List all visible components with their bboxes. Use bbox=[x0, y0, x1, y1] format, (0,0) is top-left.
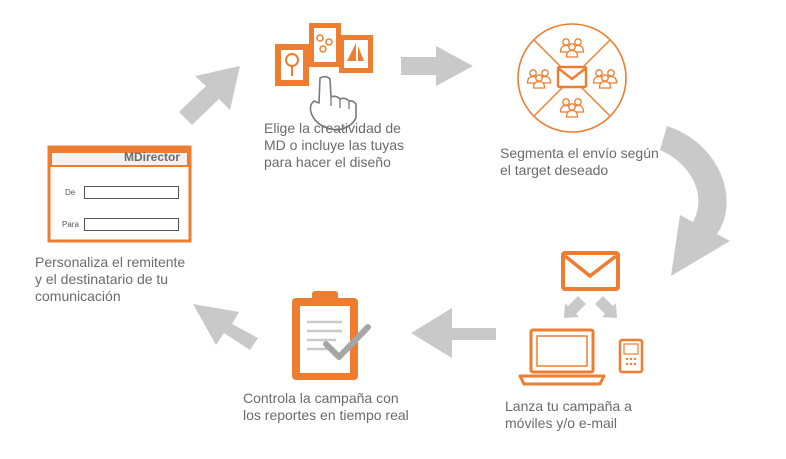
hand-pointer-icon bbox=[309, 75, 357, 131]
caption-control: Controla la campaña con los reportes en … bbox=[243, 390, 409, 424]
laptop-icon bbox=[518, 328, 606, 386]
mobile-phone-icon bbox=[618, 338, 644, 374]
flow-arrow-3 bbox=[660, 126, 730, 276]
envelope-icon bbox=[561, 251, 620, 291]
caption-control-line: los reportes en tiempo real bbox=[243, 407, 409, 423]
caption-launch-line: móviles y/o e-mail bbox=[505, 415, 618, 431]
clipboard-check-icon bbox=[292, 291, 371, 380]
caption-segment-line: el target deseado bbox=[500, 162, 609, 178]
caption-form: Personaliza el remitente y el destinatar… bbox=[35, 254, 185, 305]
flow-arrow-2 bbox=[401, 46, 473, 86]
caption-form-line: y el destinatario de tu bbox=[35, 271, 169, 287]
form-brand-title: MDirector bbox=[124, 150, 181, 164]
form-from-label: De bbox=[65, 188, 76, 197]
form-from-field bbox=[84, 186, 179, 199]
form-to-label: Para bbox=[62, 220, 79, 229]
caption-creative-line: para hacer el diseño bbox=[264, 154, 391, 170]
caption-form-line: Personaliza el remitente bbox=[35, 254, 186, 270]
caption-creative-line: Elige la creatividad de bbox=[264, 120, 401, 136]
caption-creative-line: MD o incluye las tuyas bbox=[264, 137, 405, 153]
caption-launch-line: Lanza tu campaña a bbox=[505, 398, 632, 414]
caption-creative: Elige la creatividad de MD o incluye las… bbox=[264, 120, 404, 171]
caption-launch: Lanza tu campaña a móviles y/o e-mail bbox=[505, 398, 632, 432]
flow-arrow-5 bbox=[193, 304, 258, 350]
form-to-field bbox=[84, 218, 179, 231]
flow-arrow-1 bbox=[179, 66, 240, 125]
caption-control-line: Controla la campaña con bbox=[243, 390, 399, 406]
down-arrows-icon bbox=[564, 296, 617, 318]
audience-segment-icon bbox=[517, 23, 627, 133]
caption-segment-line: Segmenta el envío según bbox=[500, 145, 659, 161]
flow-arrow-4 bbox=[411, 308, 496, 358]
template-cards-icon bbox=[275, 23, 373, 86]
caption-segment: Segmenta el envío según el target desead… bbox=[500, 145, 659, 179]
caption-form-line: comunicación bbox=[35, 288, 121, 304]
